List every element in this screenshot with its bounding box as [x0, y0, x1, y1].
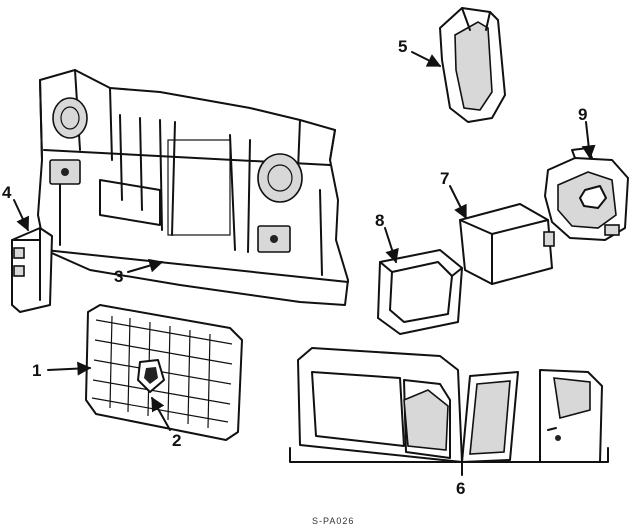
sealed-beam-lamp-part: [459, 203, 555, 285]
headlamp-socket-part: [544, 147, 629, 241]
leader-lines: [13, 51, 596, 431]
header-panel-part: [37, 69, 349, 306]
bezel-set-part: [297, 347, 603, 463]
figure-code: S-PA026: [312, 516, 354, 526]
side-bracket-part: [11, 227, 53, 313]
lamp-housing-part: [439, 7, 506, 123]
callout-9: 9: [578, 105, 587, 124]
callout-7: 7: [440, 169, 449, 188]
grille-part: [85, 304, 243, 441]
callout-5: 5: [398, 37, 407, 56]
mounting-ring-part: [377, 249, 463, 335]
callout-1: 1: [32, 361, 41, 380]
callout-3: 3: [114, 267, 123, 286]
callout-6: 6: [456, 479, 465, 498]
callout-8: 8: [375, 211, 384, 230]
callout-2: 2: [172, 431, 181, 450]
group-bracket: [289, 447, 609, 476]
callout-4: 4: [2, 183, 12, 202]
